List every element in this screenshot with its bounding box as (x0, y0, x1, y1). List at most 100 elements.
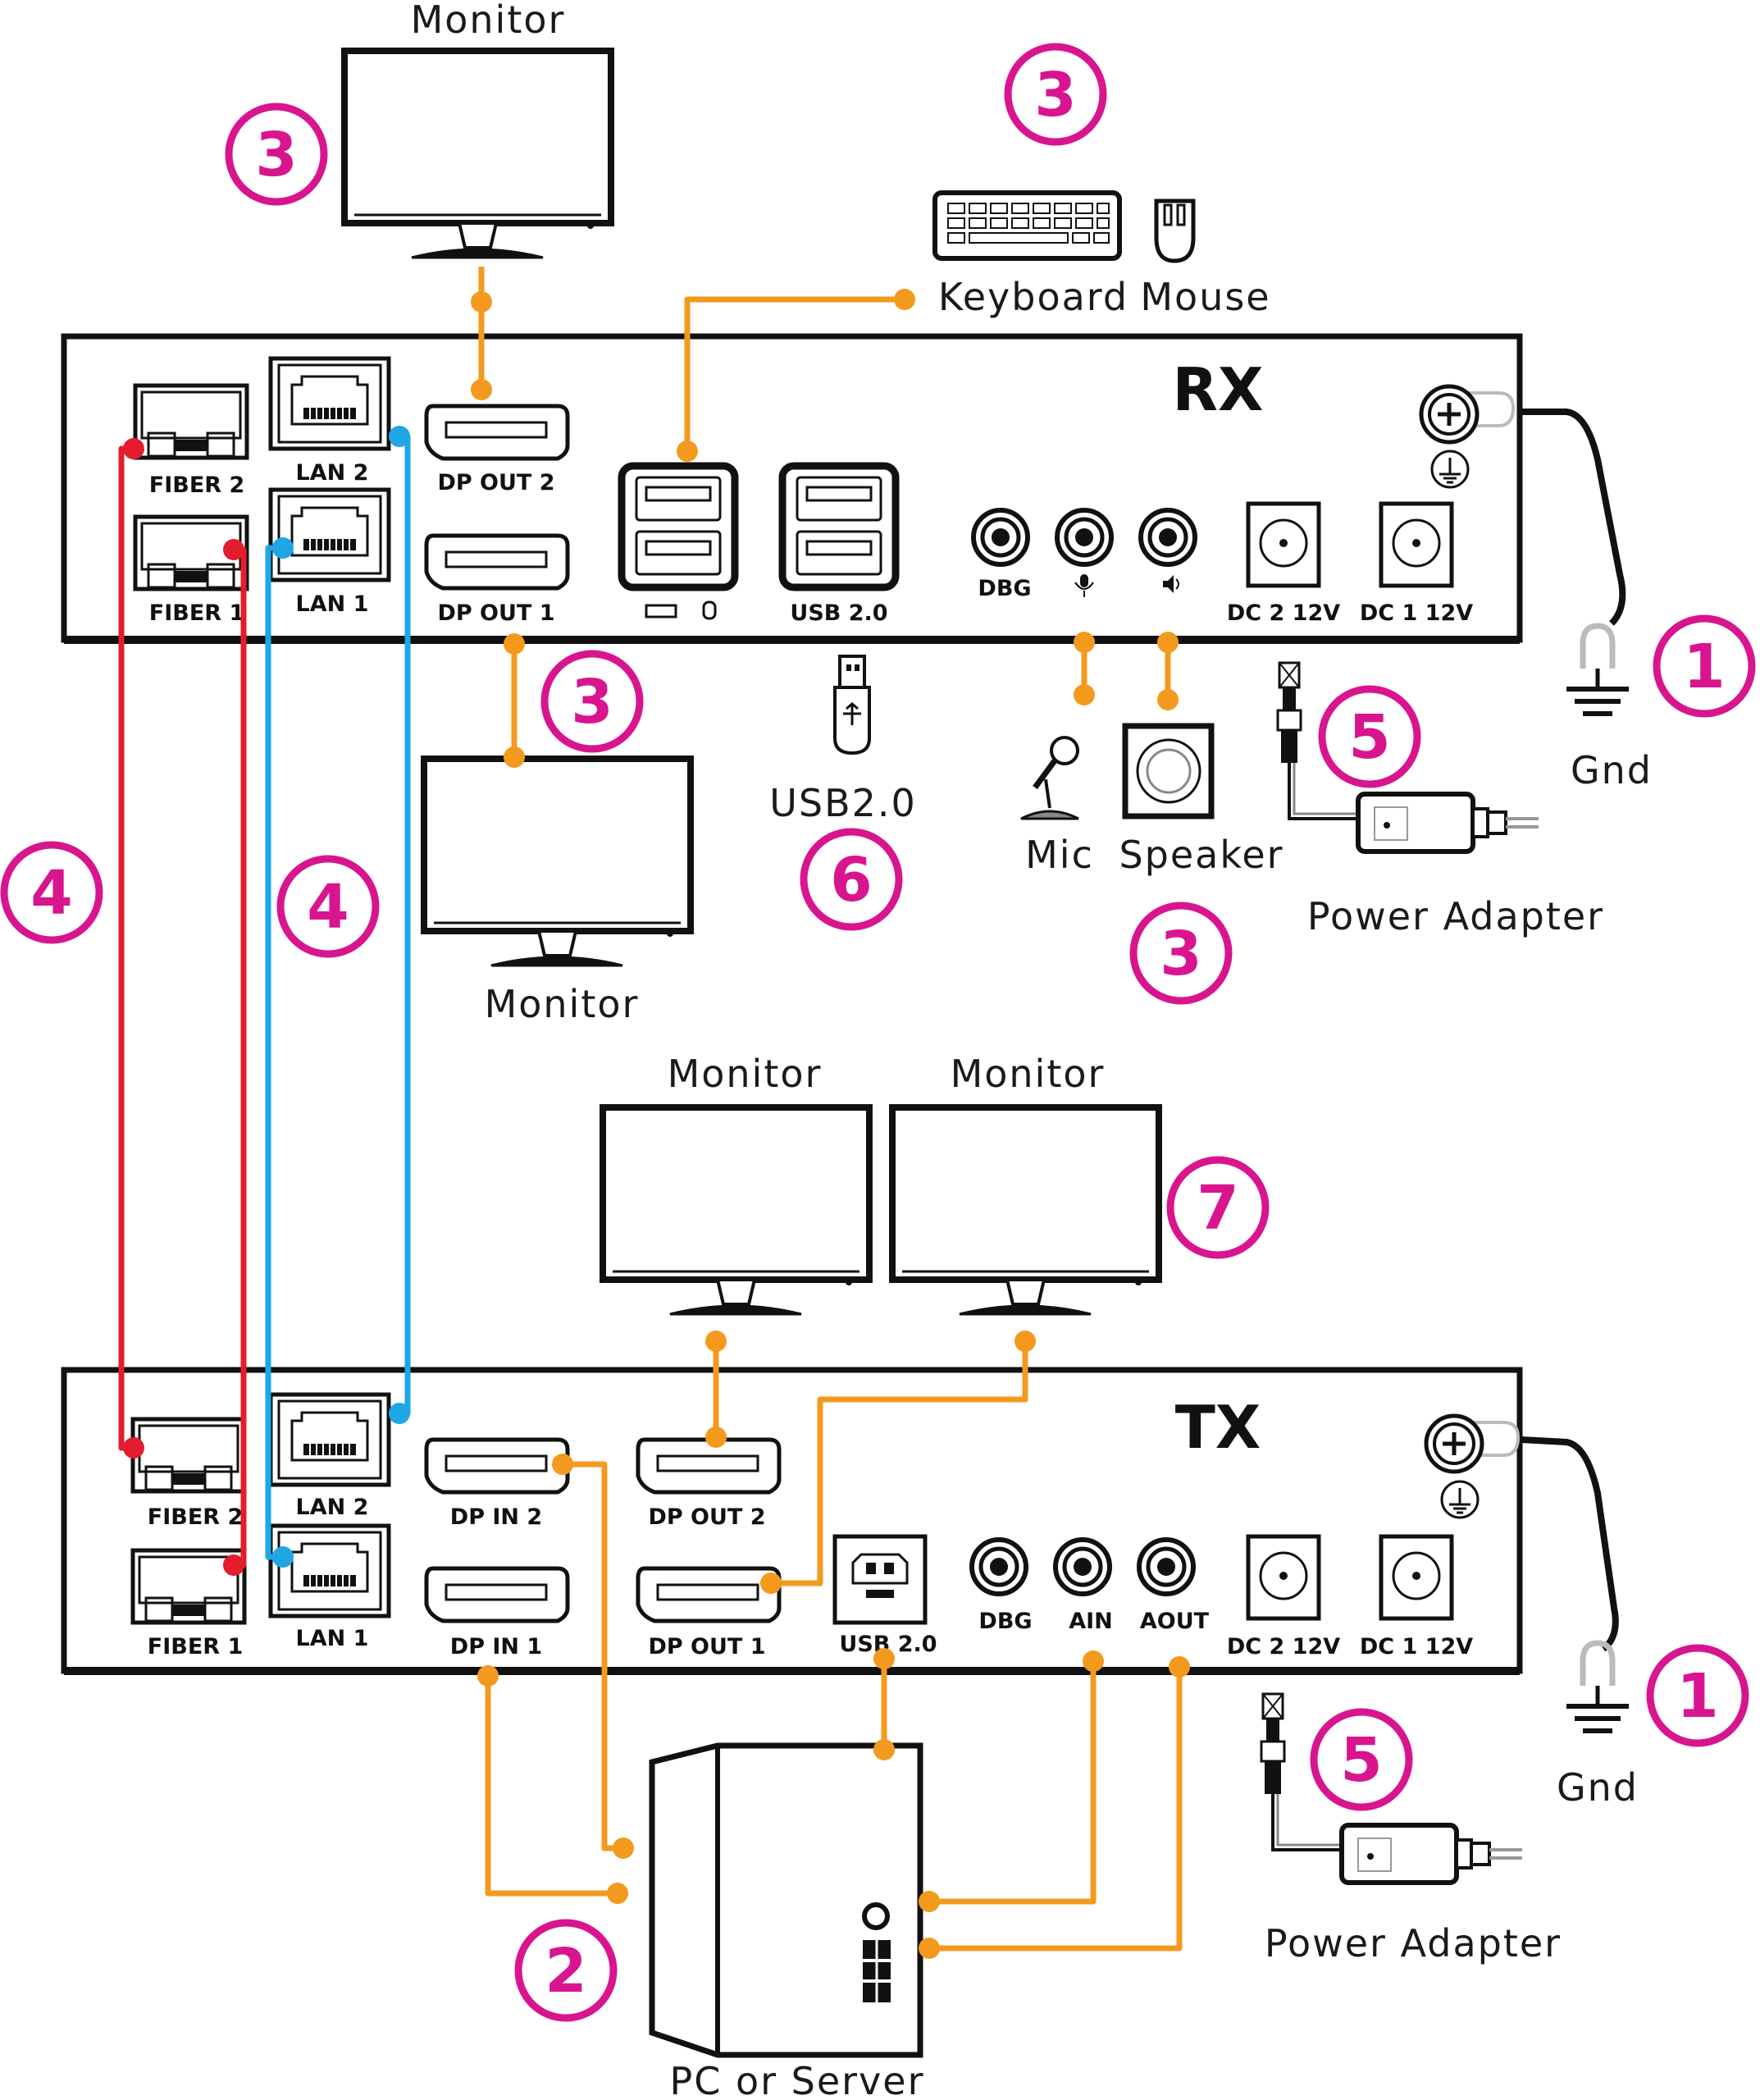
svg-text:6: 6 (830, 845, 873, 915)
step-badge-4-fiber: 4 (0, 841, 103, 944)
rx-lan2-label: LAN 2 (296, 460, 369, 486)
tx-monitors: Monitor Monitor (603, 1052, 1159, 1314)
speaker-label: Speaker (1119, 833, 1284, 877)
keyboard-mouse-small-icon (645, 600, 717, 620)
mouse-icon (1154, 199, 1196, 263)
rx-dc1-jack[interactable] (1381, 504, 1452, 586)
step-badge-1-rx-ground: 1 (1653, 614, 1756, 718)
usb-stick: USB2.0 (769, 655, 917, 825)
rx-unit: RX FIBER 2 FIBER 1 LAN 2 LAN 1 DP OUT 2 … (61, 333, 1523, 644)
tx-fiber2-label: FIBER 2 (148, 1504, 244, 1530)
tx-dbg-label: DBG (978, 1609, 1032, 1634)
tx-dc1-label: DC 1 12V (1360, 1634, 1473, 1659)
step-badge-2-pc: 2 (514, 1919, 618, 2022)
tx-dp-in2-port[interactable] (426, 1440, 568, 1492)
monitor-icon (424, 759, 691, 966)
svg-text:5: 5 (1348, 702, 1391, 773)
tx-ground-symbol-icon (1440, 1480, 1480, 1519)
mouse-label: Mouse (1140, 275, 1270, 319)
earth-ground-icon (1566, 626, 1629, 714)
rx-lan2-port[interactable] (271, 358, 389, 449)
svg-text:3: 3 (255, 120, 298, 190)
tx-ground: Gnd (1521, 1436, 1639, 1810)
tx-fiber1-label: FIBER 1 (148, 1634, 244, 1659)
rx-fiber2-port[interactable] (135, 386, 247, 458)
mic-label: Mic (1025, 833, 1094, 877)
mic-speaker: Mic Speaker (1020, 723, 1284, 877)
pc-tower-icon (649, 1742, 923, 2058)
rx-mic-jack[interactable] (1057, 510, 1111, 564)
tx-dp-in1-port[interactable] (426, 1568, 568, 1621)
rx-ground: Gnd (1517, 409, 1653, 792)
svg-text:1: 1 (1683, 632, 1726, 702)
svg-text:3: 3 (1034, 60, 1077, 130)
step-badge-3-keyboard: 3 (1004, 43, 1107, 146)
rx-dp-out1-label: DP OUT 1 (437, 600, 554, 626)
rx-keyboard-mouse-usb-port[interactable] (622, 466, 735, 587)
step-badge-1-tx-ground: 1 (1646, 1644, 1749, 1747)
tx-unit: TX FIBER 2 FIBER 1 LAN 2 LAN 1 DP IN 2 D… (61, 1367, 1523, 1675)
tx-dc1-jack[interactable] (1381, 1536, 1452, 1618)
earth-ground-icon (1566, 1643, 1629, 1731)
rx-speaker-jack[interactable] (1141, 510, 1195, 564)
fiber-cables (118, 438, 247, 1576)
rx-dbg-label: DBG (978, 576, 1031, 601)
tx-dc2-jack[interactable] (1248, 1536, 1319, 1618)
tx-dp-out2-port[interactable] (638, 1440, 779, 1492)
rx-gnd-label: Gnd (1571, 748, 1653, 792)
tx-monitor1-label: Monitor (668, 1052, 823, 1096)
rx-fiber2-label: FIBER 2 (149, 472, 245, 498)
rx-top-monitor-label: Monitor (411, 0, 566, 42)
rx-dc2-jack[interactable] (1248, 504, 1319, 586)
rx-power-adapter: Power Adapter (1278, 663, 1603, 938)
step-badge-3-audio: 3 (1129, 902, 1233, 1005)
rx-lan1-port[interactable] (271, 490, 389, 580)
step-badge-4-lan: 4 (276, 855, 380, 958)
tx-dbg-jack[interactable] (972, 1540, 1026, 1594)
rx-dp-out1-port[interactable] (426, 536, 568, 588)
tx-lan2-label: LAN 2 (296, 1495, 369, 1520)
rx-usb20-port[interactable] (782, 466, 896, 587)
rx-usb20-label: USB 2.0 (790, 600, 887, 626)
tx-usb-b-port[interactable] (832, 1534, 928, 1625)
svg-text:2: 2 (545, 1936, 587, 2006)
rx-lan1-label: LAN 1 (296, 591, 369, 617)
tx-gnd-label: Gnd (1557, 1765, 1639, 1810)
tx-lan1-port[interactable] (271, 1526, 389, 1616)
svg-text:3: 3 (1160, 919, 1202, 989)
rx-bottom-monitor: Monitor (424, 759, 691, 1026)
tx-aout-jack[interactable] (1139, 1540, 1193, 1594)
tx-monitor2-label: Monitor (951, 1052, 1106, 1096)
tx-title: TX (1175, 1393, 1261, 1462)
step-badge-5-tx-power: 5 (1310, 1708, 1413, 1811)
usb-stick-icon (833, 655, 871, 756)
step-badge-6-usb: 6 (800, 828, 903, 931)
rx-dp-out2-label: DP OUT 2 (437, 470, 554, 495)
rx-dbg-jack[interactable] (973, 510, 1028, 564)
tx-power-adapter-label: Power Adapter (1265, 1921, 1562, 1965)
tx-ain-jack[interactable] (1056, 1540, 1110, 1594)
svg-text:5: 5 (1340, 1725, 1383, 1796)
tx-aout-label: AOUT (1140, 1609, 1210, 1634)
usb20-label: USB2.0 (769, 781, 917, 825)
tx-fiber2-port[interactable] (133, 1419, 244, 1491)
step-badge-3-rx-bottom-monitor: 3 (540, 650, 644, 753)
monitor-icon (344, 51, 611, 258)
tx-lan1-label: LAN 1 (296, 1626, 369, 1651)
svg-text:1: 1 (1676, 1661, 1719, 1732)
tx-dp-in1-label: DP IN 1 (450, 1634, 542, 1659)
tx-dp-in2-label: DP IN 2 (450, 1504, 542, 1530)
tx-dc2-label: DC 2 12V (1227, 1634, 1340, 1659)
rx-bottom-monitor-label: Monitor (485, 982, 640, 1026)
tx-lan2-port[interactable] (271, 1395, 389, 1485)
rx-dc1-label: DC 1 12V (1360, 600, 1473, 626)
microphone-icon (1020, 736, 1079, 820)
tx-dp-out2-label: DP OUT 2 (648, 1504, 765, 1530)
rx-dp-out2-port[interactable] (426, 406, 568, 459)
tx-dp-out1-label: DP OUT 1 (648, 1634, 765, 1659)
speaker-icon (1122, 723, 1215, 819)
monitor-icon (603, 1107, 869, 1314)
tx-dp-out1-port[interactable] (638, 1568, 779, 1621)
svg-text:4: 4 (307, 872, 349, 943)
